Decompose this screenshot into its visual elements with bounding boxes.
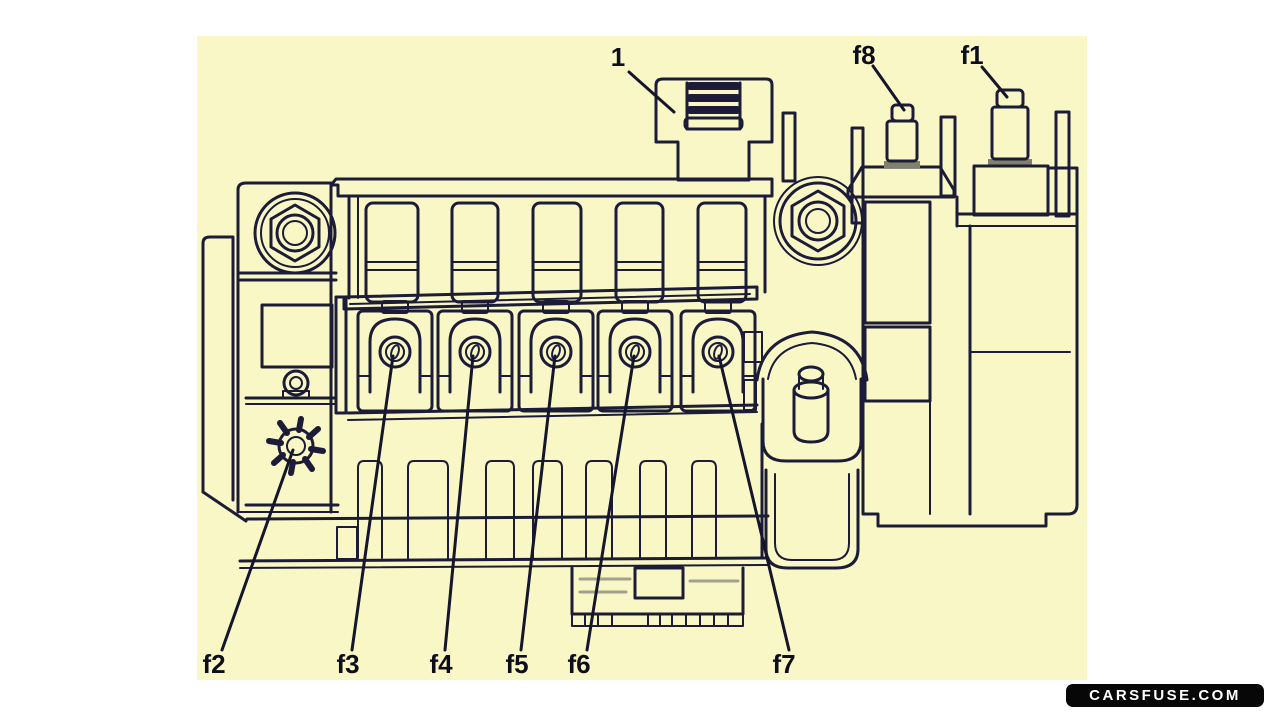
leader-1 [627, 70, 676, 114]
right-top-pillar [781, 111, 797, 183]
tray-top-band [342, 285, 759, 311]
callout-labels: 1 f8 f1 f2 f3 f4 f5 f6 f7 [202, 40, 983, 679]
hex-nut [790, 189, 846, 253]
right-housing [861, 166, 1079, 528]
callout-f1: f1 [960, 40, 983, 70]
callout-f6: f6 [567, 649, 590, 679]
panel-window [260, 303, 334, 369]
fuse-module-f7 [679, 300, 757, 413]
callout-f5: f5 [505, 649, 528, 679]
f8-bracket [846, 165, 956, 199]
hex-bolt-left [253, 191, 337, 275]
fuse-f8 [884, 103, 920, 168]
hex-bolt-right [773, 176, 863, 266]
stud [792, 365, 830, 444]
callout-f3: f3 [336, 649, 359, 679]
leader-lines [220, 64, 1009, 652]
bottom-bracket [570, 566, 745, 627]
leader-f1 [980, 65, 1009, 99]
fuse-module-f4 [436, 300, 514, 413]
top-connector [654, 77, 774, 182]
left-panel-details [260, 303, 334, 476]
hex-nut [269, 203, 321, 263]
pillar [850, 126, 865, 225]
bottom-feet-channels [357, 460, 717, 559]
watermark-badge: CARSFUSE.COM [1066, 684, 1264, 707]
main-housing [201, 111, 797, 569]
callout-f4: f4 [429, 649, 453, 679]
bell-housing [755, 330, 869, 463]
callout-f8: f8 [852, 40, 875, 70]
leader-f7 [717, 354, 791, 652]
right-assembly [846, 88, 1079, 528]
watermark-text: CARSFUSE.COM [1089, 687, 1241, 704]
leader-f4 [443, 354, 475, 652]
gear-wheel [266, 416, 326, 476]
leader-f8 [871, 64, 906, 112]
small-nut [282, 369, 310, 397]
fuse-module-f5 [517, 300, 595, 413]
top-rail [329, 177, 774, 198]
fuse-module-f3 [356, 300, 434, 413]
left-wall-diagonal [201, 490, 248, 523]
leader-f2 [220, 448, 295, 652]
callout-1: 1 [611, 42, 625, 72]
left-outer-wall [201, 235, 235, 502]
pillar [1054, 110, 1071, 218]
left-panel [236, 181, 333, 514]
leader-f5 [519, 354, 557, 652]
leader-f3 [350, 354, 395, 652]
leader-f6 [585, 354, 636, 652]
callout-f7: f7 [772, 649, 795, 679]
callout-f2: f2 [202, 649, 225, 679]
